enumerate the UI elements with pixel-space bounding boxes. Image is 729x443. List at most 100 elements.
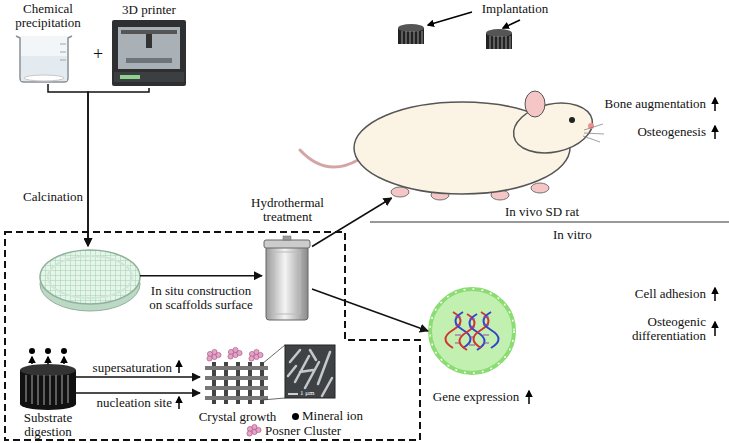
legend-swatch <box>292 413 299 420</box>
substrate-illustration-part <box>26 375 68 405</box>
rat-illustration-part <box>525 91 545 117</box>
divider-line-part <box>370 222 729 223</box>
3d-printer-photo-part <box>126 58 172 63</box>
annotation-label: + <box>93 44 103 64</box>
dna-helix-part <box>474 312 489 348</box>
dna-helix <box>474 312 499 348</box>
rat-illustration-part <box>391 187 409 197</box>
sem-inset-part <box>285 345 335 398</box>
annotation-label: 1 μm <box>300 389 314 397</box>
rat-illustration-part <box>531 183 549 193</box>
diagram-node: Crystal growth <box>200 350 272 408</box>
beaker-illustration-part <box>16 36 72 82</box>
node-label: Gene expression <box>421 390 531 404</box>
implant-icon <box>398 24 512 49</box>
diagram-node: 3D printer <box>108 2 190 88</box>
dna-helix-part <box>484 312 499 348</box>
3d-printer-photo-part <box>112 20 186 86</box>
increase-arrow-part <box>178 361 180 373</box>
dna-helix <box>460 314 485 350</box>
hydrothermal-vessel-part <box>283 236 291 240</box>
substrate-illustration-part <box>20 364 76 376</box>
implant-icon-part <box>398 24 424 32</box>
rat-illustration-part <box>509 96 597 160</box>
substrate-illustration-part <box>29 348 35 354</box>
legend-icon <box>247 424 261 436</box>
3d-printer-photo-part <box>114 72 184 82</box>
rat-illustration-part <box>300 150 358 167</box>
sem-inset-part <box>288 393 298 395</box>
increase-arrow-part <box>714 288 716 301</box>
dashed-region <box>5 232 420 440</box>
crystal-scaffold-part <box>207 349 221 361</box>
beaker-illustration-part <box>60 44 66 60</box>
connector-arrow <box>312 289 428 331</box>
crystal-scaffold <box>205 347 268 404</box>
dashed-region-part <box>5 232 420 440</box>
connector-arrow <box>76 392 200 394</box>
cell-illustration-part <box>430 289 514 373</box>
rat-illustration-part <box>583 124 604 142</box>
connector-arrow <box>76 376 200 378</box>
hydrothermal-vessel <box>264 236 310 320</box>
substrate-illustration-part <box>45 348 51 354</box>
hydrothermal-vessel-part <box>266 244 308 320</box>
3d-printer-photo-part <box>121 30 177 34</box>
crystal-scaffold-part <box>228 347 242 359</box>
beaker-illustration <box>16 36 72 82</box>
rat-illustration-part <box>569 117 575 123</box>
dna-helix-part <box>460 314 475 350</box>
divider-line <box>370 222 729 223</box>
dna-helix-part <box>483 317 489 343</box>
diagram-node: In situ construction on scaffolds surfac… <box>40 246 140 312</box>
leader-arrow-part <box>428 12 472 25</box>
substrate-illustration <box>20 348 76 410</box>
dna-helix <box>446 312 471 348</box>
3d-printer-photo <box>112 20 186 86</box>
edge-label: supersaturation <box>93 361 172 375</box>
crystal-scaffold-part <box>205 366 268 370</box>
legend-icon-part <box>247 424 261 436</box>
cell-illustration <box>430 289 514 373</box>
implant-icon-part <box>490 36 510 49</box>
diagram-node: Implantation <box>350 90 595 198</box>
leader-arrow-part <box>503 20 520 28</box>
crystal-scaffold-part <box>205 386 268 390</box>
increase-arrow <box>32 98 715 409</box>
scaffold-disk <box>40 250 140 311</box>
3d-printer-photo-part <box>120 75 140 79</box>
3d-printer-photo-part <box>146 34 152 48</box>
crystal-scaffold-part <box>205 396 268 400</box>
cell-illustration-part <box>430 289 514 373</box>
implant-icon-part <box>486 29 512 37</box>
hydrothermal-vessel-part <box>274 252 300 314</box>
annotation-label: Cell adhesion <box>635 287 706 301</box>
diagram-node: Gene expression <box>428 287 516 375</box>
scaffold-disk-part <box>40 250 140 304</box>
increase-arrow-part <box>528 391 530 404</box>
zoom-lines-part <box>262 398 285 400</box>
node-label: Crystal growth <box>190 410 285 424</box>
crystal-scaffold-part <box>205 376 268 380</box>
substrate-illustration-part <box>61 348 67 354</box>
connector-arrow <box>88 88 149 246</box>
sem-inset-part <box>288 350 332 396</box>
zoom-lines <box>262 345 285 400</box>
connector-arrow <box>140 275 262 277</box>
edge-label: nucleation site <box>97 396 172 410</box>
rat-illustration <box>300 91 604 200</box>
diagram-node: Substrate digestion <box>20 362 76 410</box>
node-label: In situ construction on scaffolds surfac… <box>143 284 259 312</box>
increase-arrow-part <box>714 98 716 111</box>
node-label: 3D printer <box>108 3 190 17</box>
diagram-node: Hydrothermal treatment <box>262 238 312 323</box>
dna-helix-part <box>456 312 471 348</box>
annotation-label: In vitro <box>553 228 592 242</box>
annotation-label: Osteogenic differentiation <box>614 315 706 343</box>
crystal-scaffold-part <box>249 349 263 361</box>
zoom-lines-part <box>262 345 285 364</box>
annotation-label: In vivo SD rat <box>505 205 579 219</box>
node-label: Hydrothermal treatment <box>240 196 335 224</box>
legend-label: Mineral ion <box>302 409 363 423</box>
